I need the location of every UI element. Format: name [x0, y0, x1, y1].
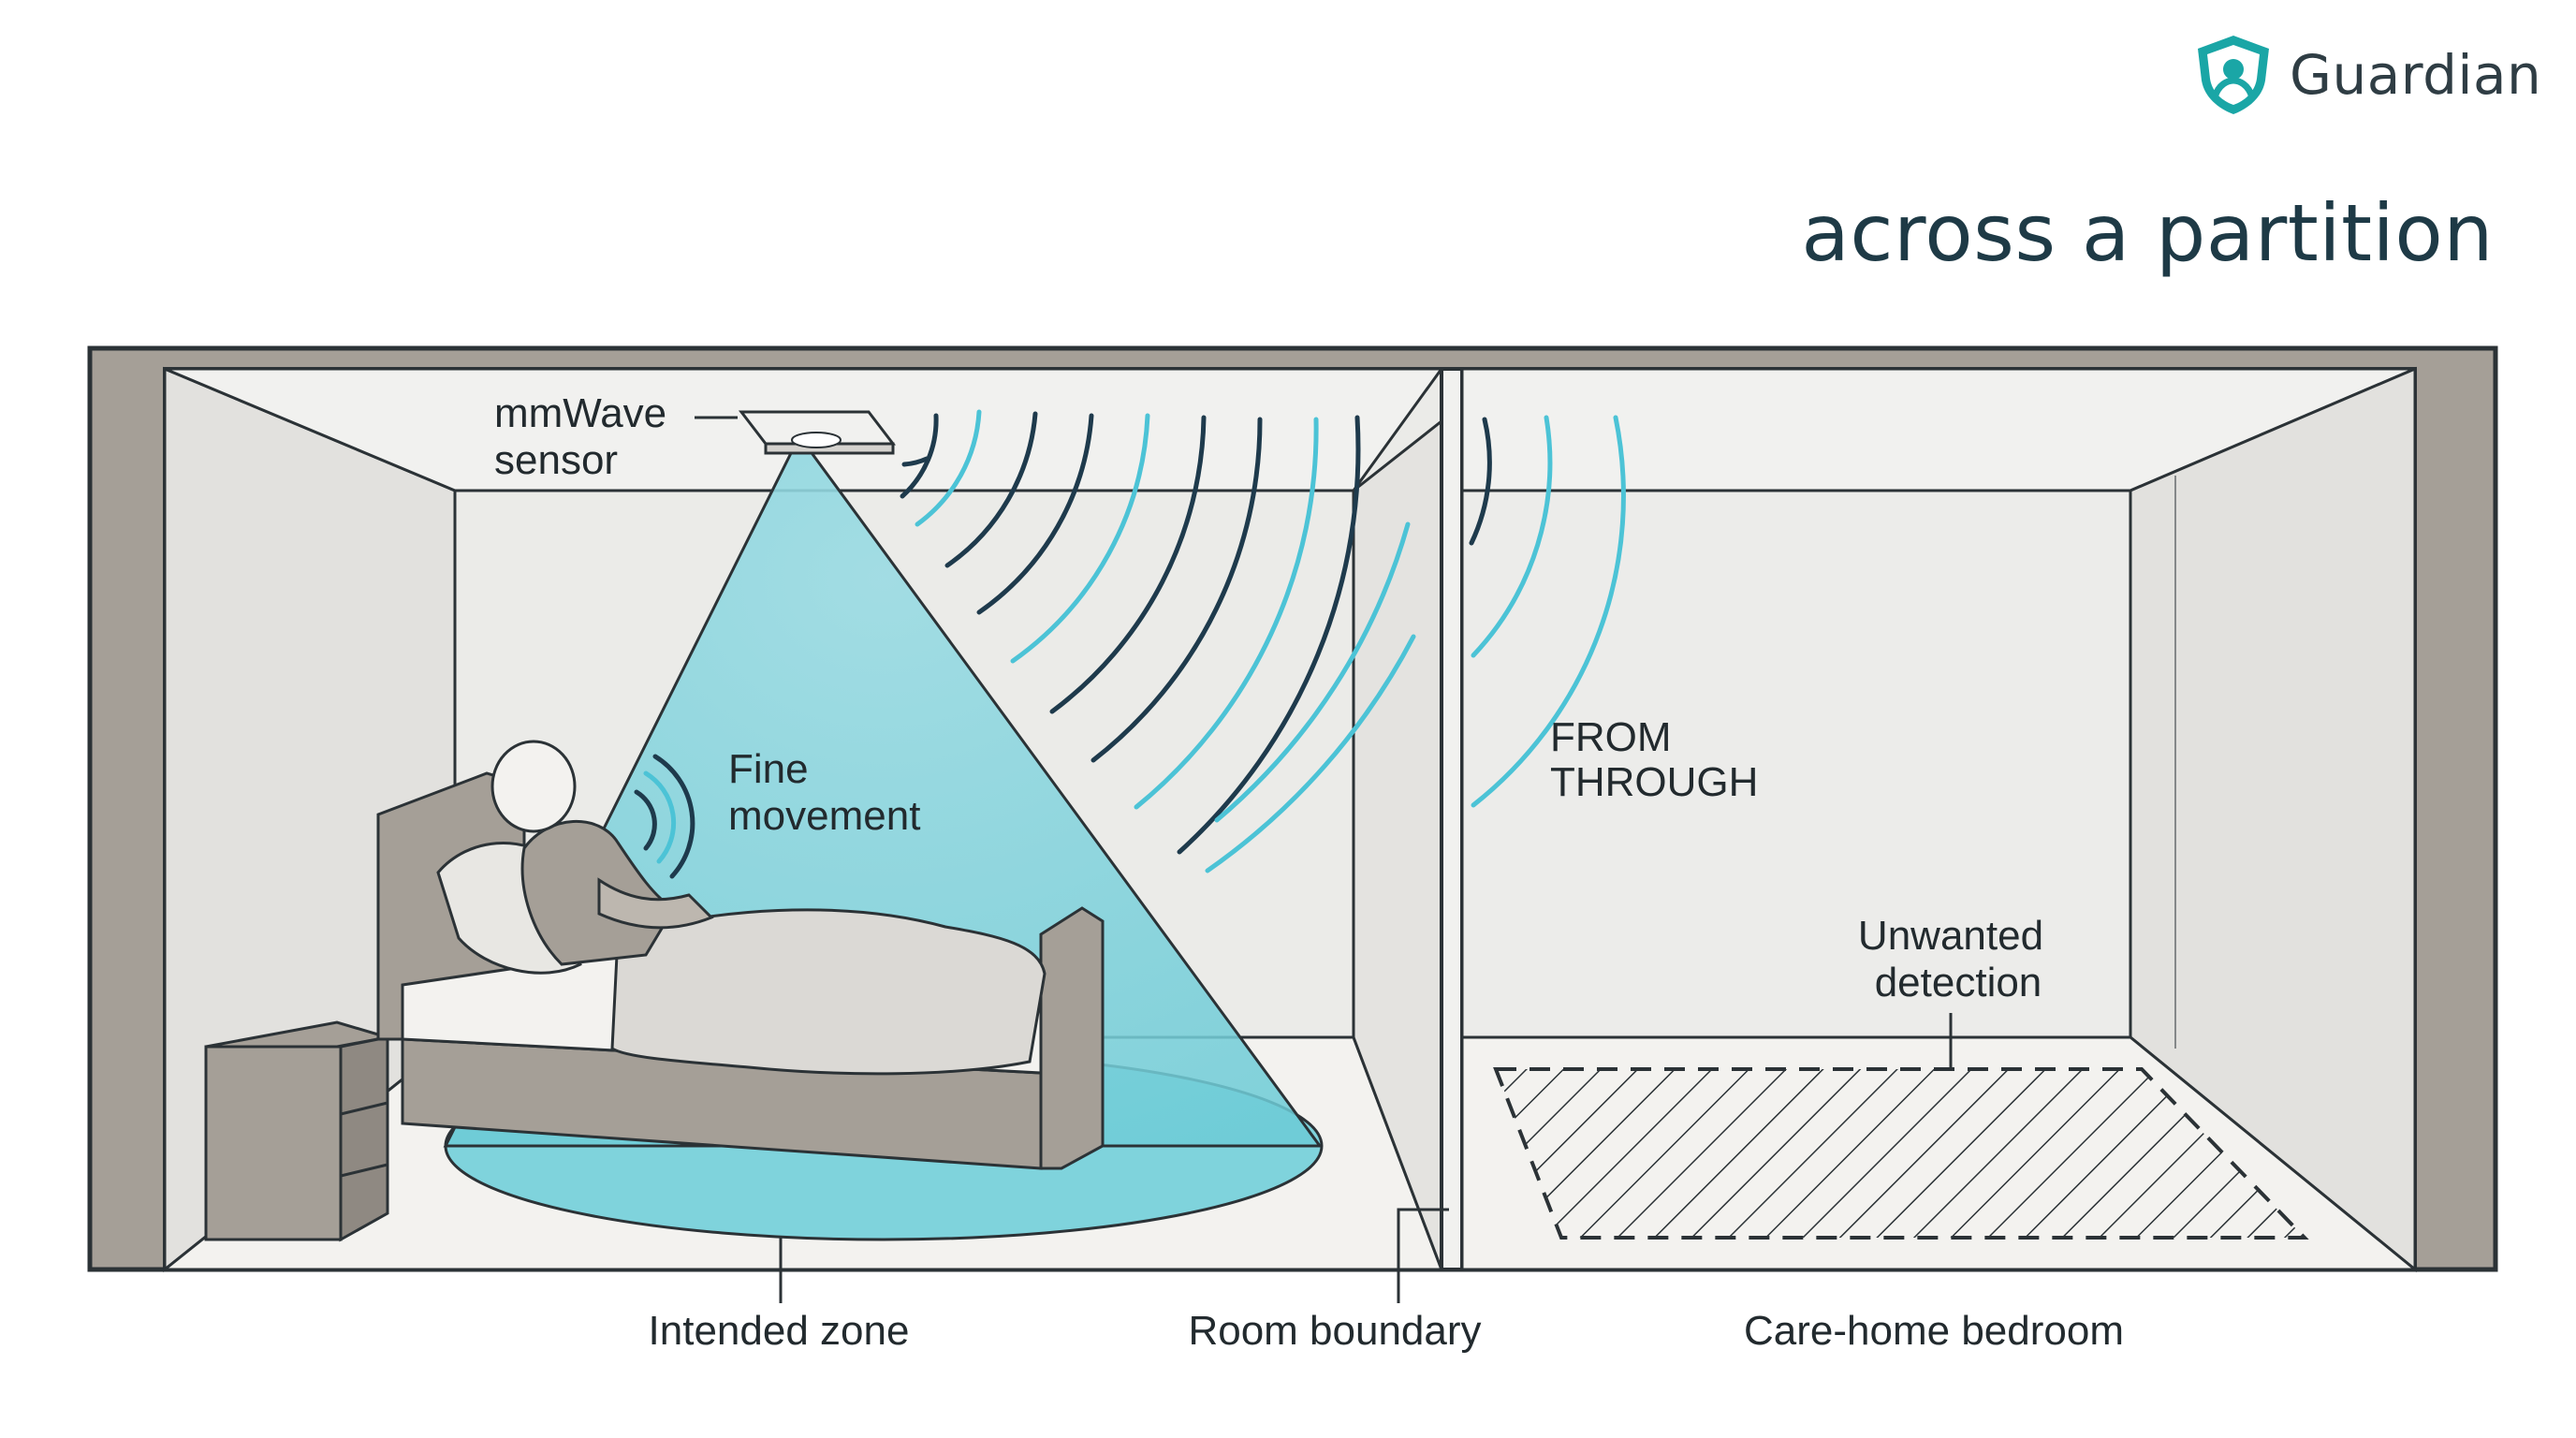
- unwanted-label-2: detection: [1875, 960, 2042, 1005]
- mmwave-sensor-device: [738, 410, 897, 455]
- fine-movement-waves: [634, 754, 695, 879]
- nightstand: [204, 1020, 389, 1242]
- fine-movement-label-1: Fine: [728, 746, 809, 792]
- sensor-label-1: mmWave: [494, 390, 666, 436]
- care-home-label: Care-home bedroom: [1744, 1308, 2124, 1354]
- brand: Guardian: [2190, 32, 2541, 118]
- bed: [376, 740, 1105, 1170]
- room-boundary-label: Room boundary: [1188, 1308, 1481, 1354]
- page-title: across a partition: [1801, 187, 2494, 279]
- intended-zone-label: Intended zone: [649, 1308, 910, 1354]
- fine-movement-label-2: movement: [728, 793, 920, 839]
- radar-waves-through: [1469, 415, 1626, 808]
- radar-waves: [900, 409, 1416, 873]
- shield-person-icon: [2198, 36, 2269, 114]
- unwanted-detection-zone: [1493, 1067, 2309, 1240]
- through-label: THROUGH: [1550, 759, 1758, 805]
- brand-name: Guardian: [2290, 43, 2542, 107]
- unwanted-label-1: Unwanted: [1858, 913, 2043, 959]
- partition-wall: [1440, 367, 1464, 1271]
- sensor-label-2: sensor: [494, 437, 618, 483]
- from-label: FROM: [1550, 714, 1672, 760]
